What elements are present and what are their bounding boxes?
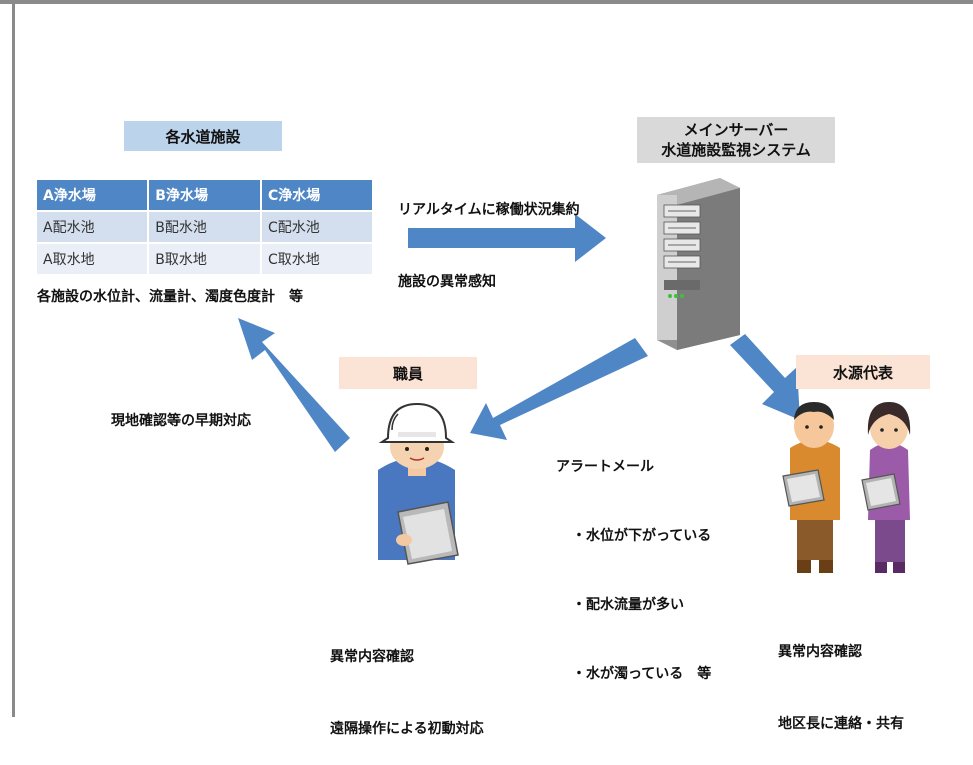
table-cell: B取水地 — [148, 242, 262, 274]
arrow-server-to-staff — [470, 338, 648, 440]
server-label: メインサーバー 水道施設監視システム — [637, 117, 835, 163]
staff-worker-illustration — [378, 402, 459, 565]
feedback-text: 現地確認等の早期対応 — [111, 413, 251, 429]
table-header-row: A浄水場 B浄水場 C浄水場 — [37, 180, 375, 211]
realtime-text: リアルタイムに稼働状況集約 施設の異常感知 — [398, 150, 580, 318]
staff-label-text: 職員 — [392, 364, 423, 383]
frame-left-border — [12, 4, 15, 717]
representatives-illustration — [782, 402, 911, 573]
table-cell: A配水池 — [37, 210, 150, 243]
staff-action-1: 異常内容確認 — [330, 649, 414, 665]
alert-line-3: ・配水流量が多い — [572, 597, 684, 613]
table-header-cell: B浄水場 — [148, 180, 262, 211]
table-cell: A取水地 — [37, 242, 150, 274]
alert-line-4: ・水が濁っている 等 — [572, 666, 712, 682]
arrow-server-to-representatives — [730, 334, 800, 420]
realtime-line-1: リアルタイムに稼働状況集約 — [398, 202, 580, 218]
server-label-line-1: メインサーバー — [683, 121, 789, 139]
representative-action-2: 地区長に連絡・共有 — [778, 716, 904, 732]
staff-action-2: 遠隔操作による初動対応 — [330, 721, 484, 737]
facilities-table: A浄水場 B浄水場 C浄水場 A配水池 B配水池 C配水池 A取水地 B取水地 … — [37, 180, 375, 274]
representative-label: 水源代表 — [796, 355, 930, 389]
frame-top-border — [0, 0, 973, 4]
representative-label-text: 水源代表 — [832, 363, 893, 382]
realtime-line-2: 施設の異常感知 — [398, 274, 496, 290]
table-header-cell: A浄水場 — [37, 180, 150, 211]
staff-label: 職員 — [339, 357, 477, 389]
table-cell: C取水地 — [260, 242, 375, 274]
alert-text: アラートメール ・水位が下がっている ・配水流量が多い ・水が濁っている 等 — [556, 410, 711, 709]
staff-actions: 異常内容確認 遠隔操作による初動対応 — [330, 597, 484, 765]
table-header-cell: C浄水場 — [260, 180, 375, 211]
table-cell: B配水池 — [148, 210, 262, 243]
table-cell: C配水池 — [260, 210, 375, 243]
table-row: A配水池 B配水池 C配水池 — [37, 210, 375, 243]
facilities-title-text: 各水道施設 — [165, 127, 241, 146]
alert-line-1: アラートメール — [556, 459, 654, 475]
arrow-staff-to-facilities — [238, 318, 350, 452]
facilities-title: 各水道施設 — [124, 121, 282, 151]
diagram-graphics — [238, 178, 911, 573]
representative-actions: 異常内容確認 地区長に連絡・共有 — [778, 592, 904, 760]
server-icon — [657, 178, 740, 350]
table-row: A取水地 B取水地 C取水地 — [37, 242, 375, 274]
server-label-line-2: 水道施設監視システム — [661, 141, 811, 159]
representative-action-1: 異常内容確認 — [778, 644, 862, 660]
facilities-note: 各施設の水位計、流量計、濁度色度計 等 — [37, 289, 303, 305]
alert-line-2: ・水位が下がっている — [572, 528, 712, 544]
arrow-to-server — [408, 214, 606, 262]
